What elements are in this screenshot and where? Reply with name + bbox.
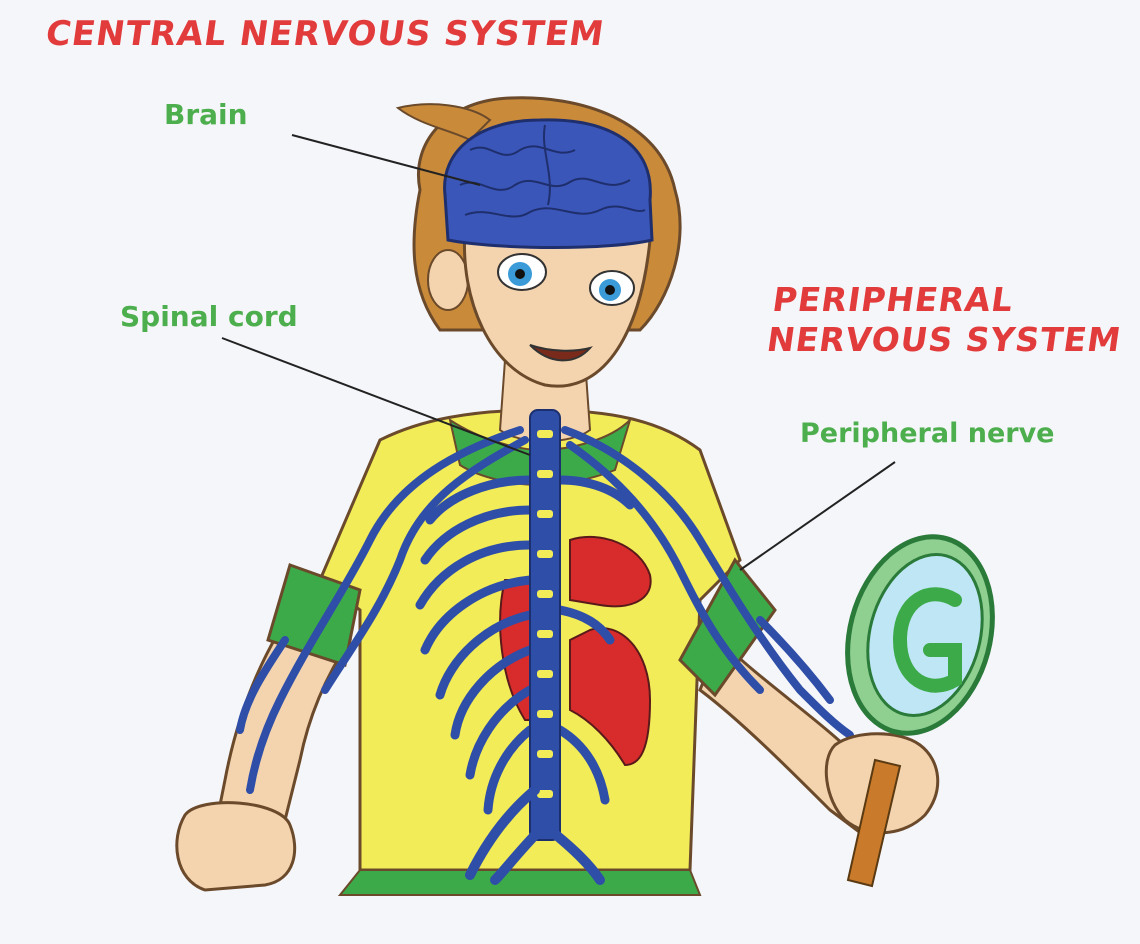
- face: [462, 228, 652, 388]
- brain-label: Brain: [164, 98, 248, 131]
- vertebrae: [537, 430, 553, 798]
- peripheral-nerve-label: Peripheral nerve: [800, 418, 1055, 449]
- right-sleeve: [678, 557, 777, 698]
- peripheral-nervous-system-title: PERIPHERAL NERVOUS SYSTEM: [764, 280, 1129, 359]
- mouth: [529, 344, 593, 362]
- spinal-cord-leader-line: [221, 337, 531, 456]
- eyes: [497, 253, 635, 306]
- peripheral-nerve-leader-line: [739, 461, 896, 571]
- peripheral-nerves: [236, 426, 854, 794]
- lower-nerves: [465, 785, 605, 885]
- brain-folds: [459, 124, 646, 218]
- lung-upper: [569, 535, 652, 608]
- peripheral-title-line1: PERIPHERAL: [770, 280, 1017, 319]
- lung-lower: [569, 627, 652, 767]
- magnifying-glass-icon: [845, 534, 995, 888]
- central-nervous-system-title: CENTRAL NERVOUS SYSTEM: [43, 14, 607, 54]
- hair-tuft: [395, 103, 492, 142]
- spinal-cord-label: Spinal cord: [120, 300, 298, 333]
- spinal-cord: [529, 409, 561, 841]
- peripheral-title-line2: NERVOUS SYSTEM: [764, 319, 1124, 359]
- pants: [337, 869, 702, 896]
- brain-leader-line: [291, 134, 481, 186]
- left-fist: [175, 801, 297, 892]
- leader-lines: [221, 134, 896, 571]
- ear: [427, 249, 469, 311]
- ribs: [415, 475, 635, 815]
